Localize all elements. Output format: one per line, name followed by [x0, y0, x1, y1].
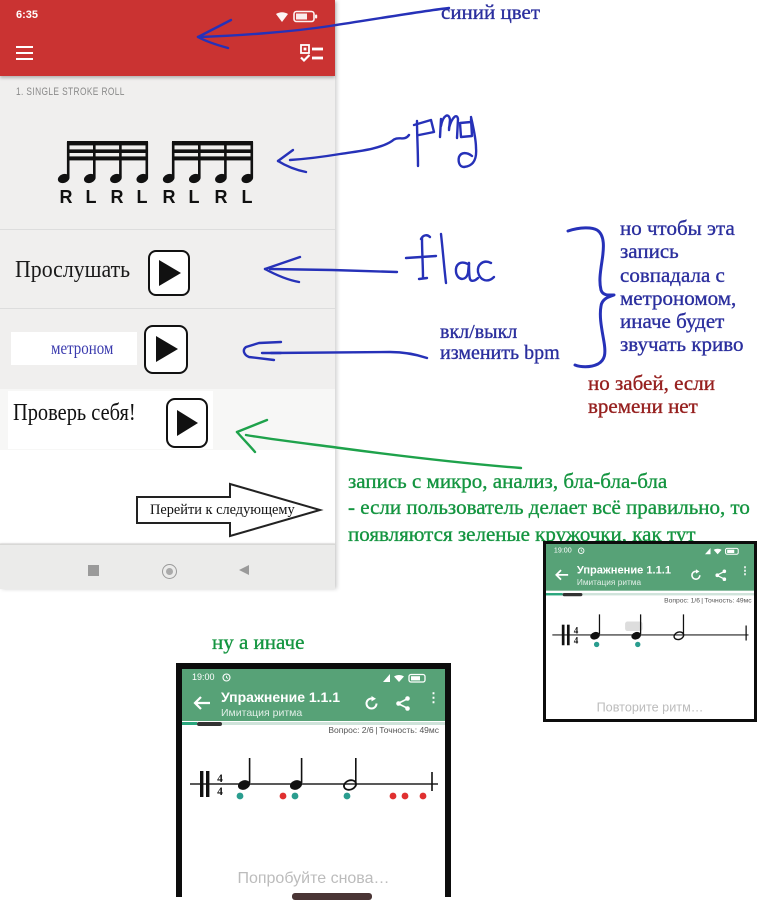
svg-text:L: L [86, 187, 97, 207]
svg-text:L: L [242, 187, 253, 207]
svg-text:L: L [137, 187, 148, 207]
svg-text:4: 4 [217, 773, 223, 785]
svg-text:R: R [163, 187, 176, 207]
svg-text:4: 4 [574, 625, 579, 635]
svg-text:4: 4 [574, 636, 579, 646]
svg-text:R: R [60, 187, 73, 207]
svg-text:R: R [111, 187, 124, 207]
svg-text:L: L [189, 187, 200, 207]
svg-text:R: R [215, 187, 228, 207]
svg-text:4: 4 [217, 786, 223, 798]
